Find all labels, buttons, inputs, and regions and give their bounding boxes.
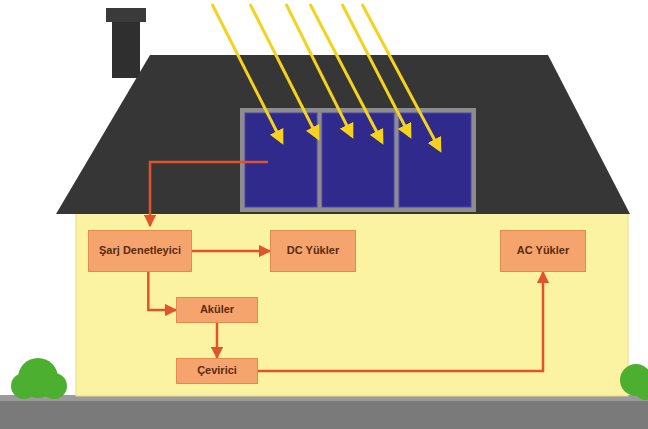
- flow-arrow: [148, 272, 176, 310]
- ac-load-box: AC Yükler: [500, 230, 586, 272]
- sun-rays: [212, 4, 440, 150]
- inverter-box: Çevirici: [176, 358, 258, 384]
- box-label: Şarj Denetleyici: [99, 244, 181, 258]
- roof: [56, 55, 630, 214]
- charge-controller-box: Şarj Denetleyici: [88, 230, 192, 272]
- box-label: Çevirici: [197, 364, 237, 378]
- box-label: Aküler: [200, 303, 234, 317]
- dc-load-box: DC Yükler: [270, 230, 356, 272]
- chimney-cap: [106, 8, 146, 22]
- house-wall: [76, 212, 628, 396]
- flow-arrow: [258, 272, 543, 371]
- solar-panel: [322, 113, 394, 207]
- bush: [11, 358, 67, 399]
- flow-arrow: [216, 323, 219, 358]
- chimney: [112, 18, 140, 78]
- panel-wire: [150, 162, 268, 226]
- box-label: DC Yükler: [287, 244, 339, 258]
- flow-arrow: [192, 250, 270, 253]
- battery-box: Aküler: [176, 297, 258, 323]
- panel-frame: [240, 108, 476, 212]
- solar-panel: [399, 113, 471, 207]
- solar-panel: [245, 113, 317, 207]
- bush: [620, 364, 648, 400]
- box-label: AC Yükler: [517, 244, 569, 258]
- ground: [0, 395, 648, 429]
